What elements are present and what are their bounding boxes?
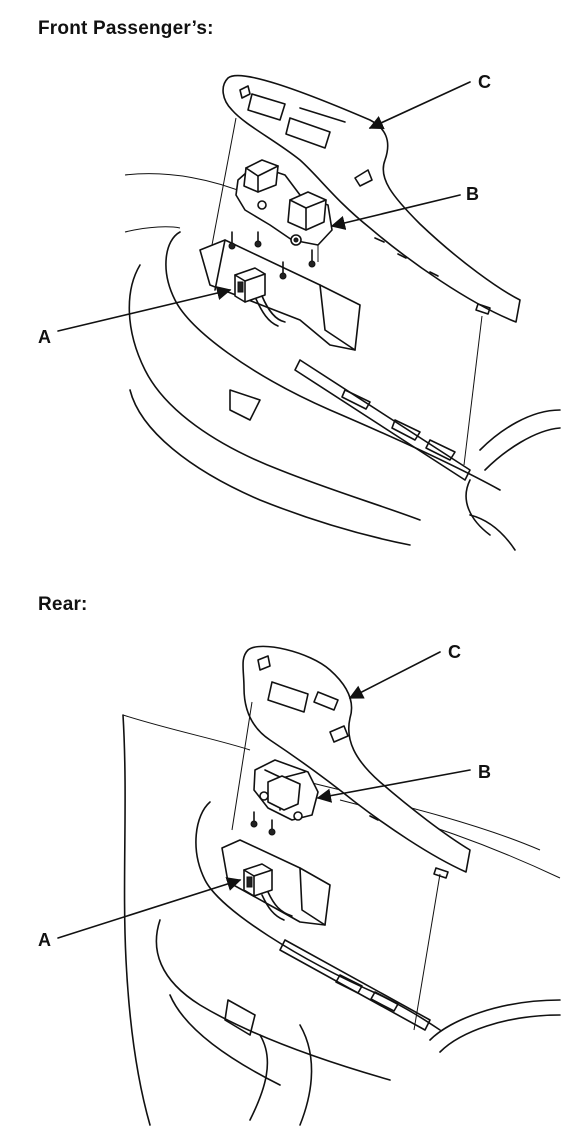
callout-c: C	[448, 642, 461, 662]
callout-b: B	[466, 184, 479, 204]
door-panel-body	[195, 801, 441, 1031]
door-panel-outline	[124, 173, 251, 196]
screws	[250, 811, 276, 836]
callout-b: B	[478, 762, 491, 782]
callout-c: C	[478, 72, 491, 92]
front-passenger-diagram: A B C	[38, 72, 561, 551]
connector-a	[243, 863, 293, 921]
screws	[228, 231, 316, 280]
rear-title: Rear:	[38, 594, 88, 615]
callout-a: A	[38, 930, 51, 950]
rear-diagram: A B C	[38, 642, 561, 1126]
front-passenger-title: Front Passenger’s:	[38, 18, 214, 39]
power-window-switch-b	[253, 759, 319, 821]
power-window-switch-b	[235, 159, 333, 246]
door-trim-panel-c	[242, 645, 471, 879]
callout-a: A	[38, 327, 51, 347]
armrest-pocket	[199, 239, 361, 351]
door-panel-body	[165, 231, 501, 491]
connector-a	[234, 267, 286, 327]
